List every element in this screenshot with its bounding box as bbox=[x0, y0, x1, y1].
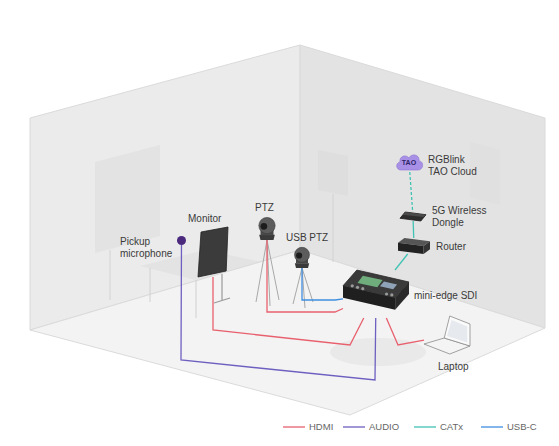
router-node: Router bbox=[398, 238, 430, 254]
device-icon bbox=[343, 270, 409, 318]
camera-lens bbox=[296, 252, 302, 258]
cable-connector bbox=[413, 221, 415, 238]
device-knob bbox=[361, 287, 364, 290]
legend-line-sample bbox=[283, 426, 305, 427]
monitor-node: Monitor bbox=[198, 227, 228, 277]
laptop-screen bbox=[444, 316, 470, 346]
legend-line-sample bbox=[414, 426, 436, 427]
device-icon bbox=[290, 246, 314, 268]
device-label: mini-edge SDI bbox=[414, 290, 477, 302]
device-icon bbox=[177, 236, 186, 245]
microphone-dot bbox=[177, 236, 186, 245]
device-icon bbox=[198, 227, 228, 277]
device-icon bbox=[400, 212, 426, 221]
table-leg bbox=[196, 280, 197, 318]
legend-line-sample bbox=[343, 426, 365, 427]
camera-base bbox=[259, 235, 275, 240]
device-label: RGBlink TAO Cloud bbox=[428, 154, 484, 178]
device-knob bbox=[351, 284, 354, 287]
legend-text: CATx bbox=[440, 421, 463, 433]
device-label: 5G Wireless Dongle bbox=[432, 205, 494, 229]
laptop-node: Laptop bbox=[424, 316, 470, 356]
icon-text: TAO bbox=[402, 159, 416, 167]
device-label: Router bbox=[436, 241, 466, 253]
device-label: Monitor bbox=[188, 213, 221, 225]
camera-base bbox=[295, 263, 309, 268]
cable-connector bbox=[386, 318, 424, 345]
laptop-display bbox=[447, 320, 467, 342]
cable-connector bbox=[213, 277, 364, 345]
camera-head bbox=[259, 217, 275, 233]
cable-connector bbox=[410, 172, 413, 212]
camera-lens bbox=[261, 223, 268, 230]
ptz-camera: PTZ bbox=[254, 216, 280, 240]
cable-connector bbox=[302, 268, 343, 300]
device-icon bbox=[398, 238, 430, 254]
monitor-panel bbox=[198, 227, 228, 277]
device-icon bbox=[254, 216, 280, 240]
dongle-node: 5G Wireless Dongle bbox=[400, 212, 426, 221]
ghost-stand bbox=[110, 250, 111, 300]
monitor-stand-base bbox=[214, 298, 230, 303]
tripod-leg bbox=[293, 268, 302, 304]
dongle-body bbox=[400, 212, 426, 221]
microphone-node: Pickup microphone bbox=[177, 236, 186, 245]
device-label: Pickup microphone bbox=[120, 236, 176, 260]
ghost-light-stand bbox=[333, 194, 334, 262]
device-side bbox=[395, 282, 409, 310]
device-icon bbox=[424, 316, 470, 356]
device-knob bbox=[390, 293, 393, 296]
cable-connector bbox=[395, 254, 408, 270]
device-label: USB PTZ bbox=[286, 232, 328, 244]
cloud-node: TAORGBlink TAO Cloud bbox=[394, 150, 424, 172]
router-side bbox=[424, 241, 430, 254]
cable-connector bbox=[267, 240, 343, 312]
device-knob bbox=[356, 286, 359, 289]
ghost-softbox bbox=[318, 150, 348, 196]
cloud-shape bbox=[397, 155, 423, 170]
camera-head bbox=[295, 247, 310, 262]
usb-ptz-camera: USB PTZ bbox=[290, 246, 314, 268]
legend-line-sample bbox=[481, 426, 503, 427]
dongle-top bbox=[403, 212, 426, 217]
floor bbox=[30, 250, 545, 415]
table-leg bbox=[150, 268, 151, 302]
mini-edge-node: mini-edge SDI bbox=[343, 270, 409, 318]
device-front bbox=[343, 286, 395, 310]
monitor-stand bbox=[221, 274, 222, 300]
legend-text: USB-C bbox=[507, 421, 537, 433]
router-front bbox=[398, 243, 424, 254]
legend-text: HDMI bbox=[309, 421, 333, 433]
device-screen bbox=[380, 282, 397, 290]
device-label: Laptop bbox=[438, 361, 469, 373]
device-board bbox=[358, 276, 383, 288]
legend-text: AUDIO bbox=[369, 421, 399, 433]
device-knob bbox=[385, 292, 388, 295]
tripod-leg bbox=[256, 240, 267, 302]
device-label: PTZ bbox=[255, 202, 274, 214]
